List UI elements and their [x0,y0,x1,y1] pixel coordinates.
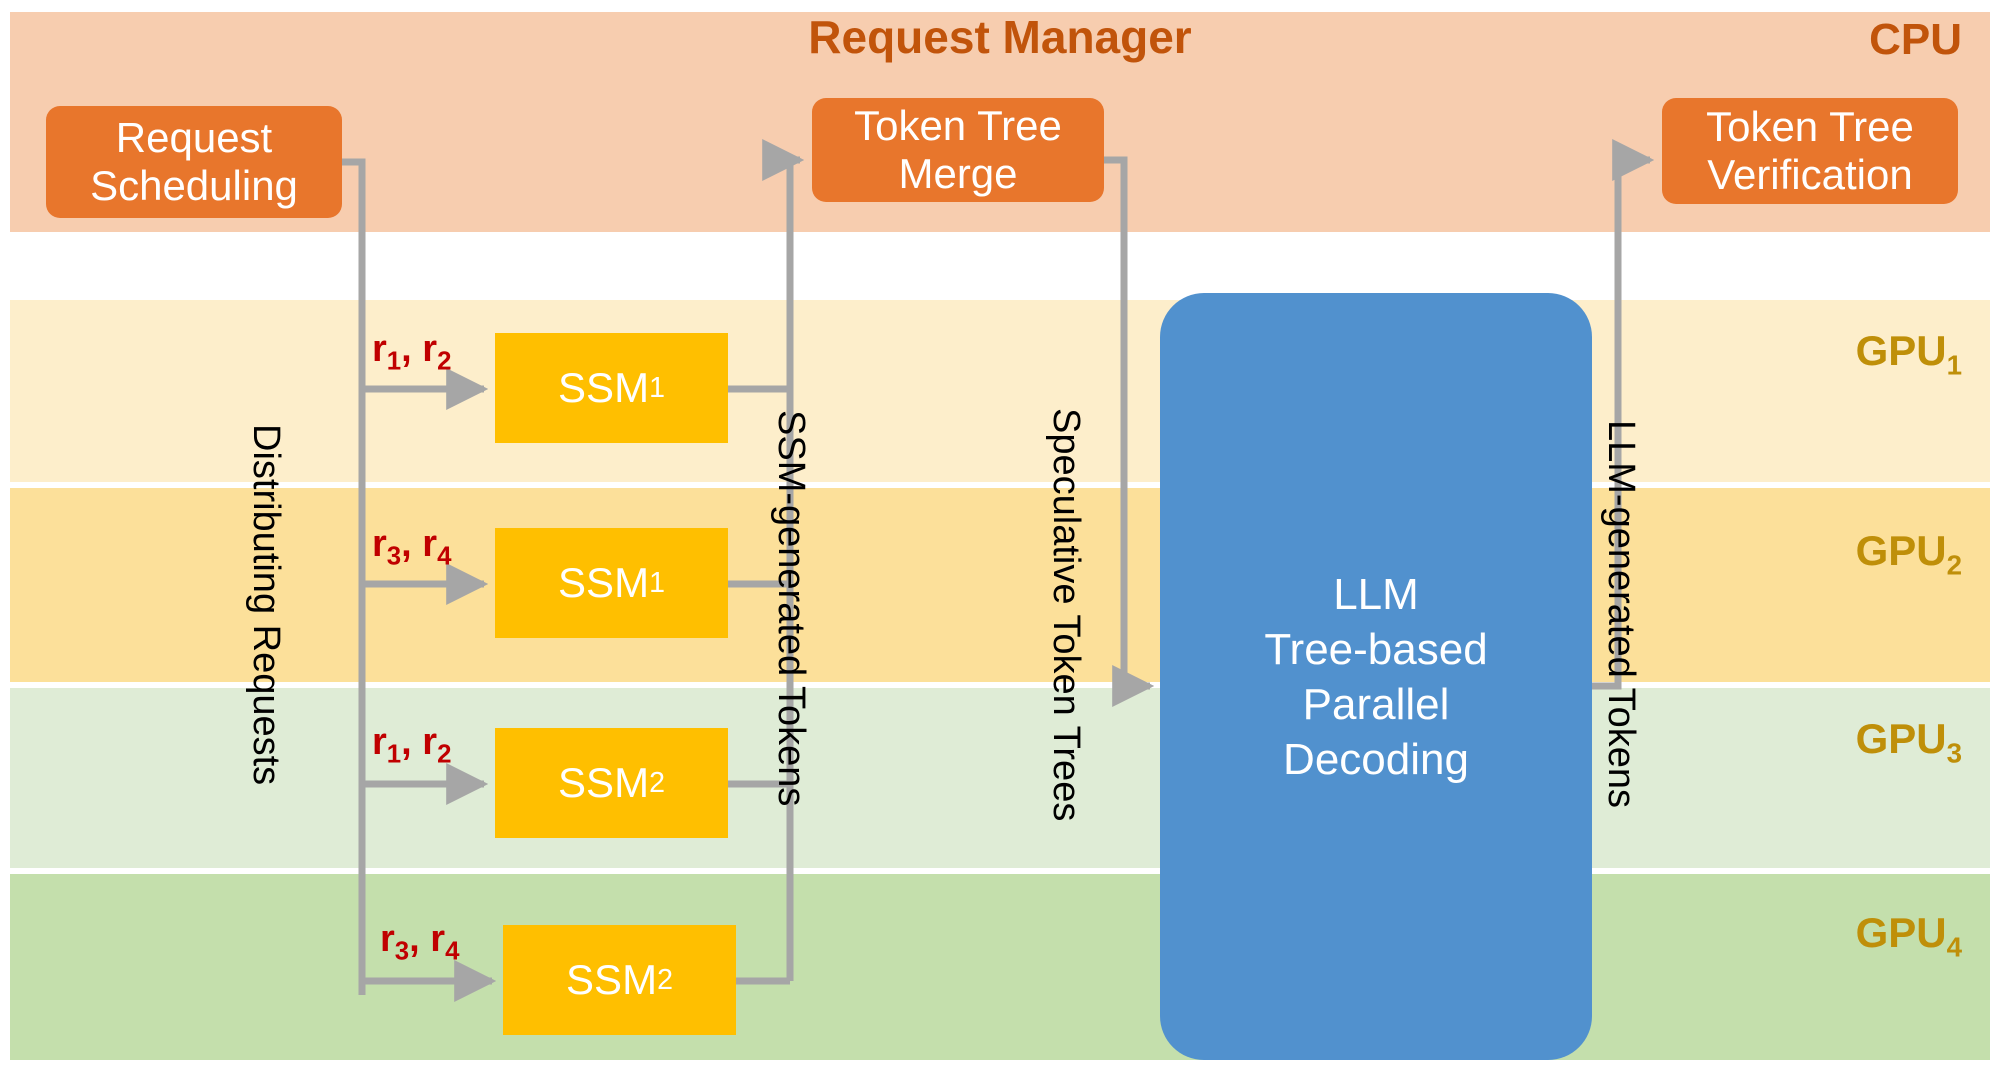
request-scheduling-line1: Request [115,114,273,162]
band-label-gpu4-sub: 4 [1946,931,1962,963]
flow-label-distributing-requests: Distributing Requests [245,424,287,786]
request-tag-gpu2-s2: 4 [437,542,452,571]
ssm-box-gpu4-sub: 2 [657,963,673,996]
band-label-gpu1-sub: 1 [1946,349,1962,381]
request-tag-gpu4: r3, r4 [380,920,459,965]
ssm-box-gpu4-label: SSM [566,956,658,1003]
ssm-box-gpu1-label: SSM [558,364,650,411]
request-tag-gpu4-m: , r [409,918,446,960]
request-tag-gpu2-s1: 3 [386,542,402,571]
request-tag-gpu4-s1: 3 [394,937,410,966]
request-tag-gpu4-p: r [380,918,395,960]
band-label-cpu: CPU [1869,15,1962,64]
request-tag-gpu3-s2: 2 [437,740,452,769]
band-label-gpu4-text: GPU [1855,909,1947,956]
band-gpu3 [10,688,1990,868]
band-label-gpu1: GPU1 [1856,330,1962,379]
request-tag-gpu4-s2: 4 [445,937,460,966]
band-gpu2 [10,488,1990,682]
request-tag-gpu2-m: , r [401,523,438,565]
request-tag-gpu2: r3, r4 [372,525,451,570]
band-label-gpu3-text: GPU [1855,715,1947,762]
token-tree-merge-line2: Merge [898,150,1018,197]
band-label-gpu1-text: GPU [1855,327,1947,374]
band-gpu4 [10,874,1990,1060]
band-label-gpu3-sub: 3 [1946,737,1962,769]
flow-label-ssm-generated-tokens: SSM-generated Tokens [770,410,812,807]
token-tree-merge-box[interactable]: Token Tree Merge [812,98,1104,202]
ssm-box-gpu2-sub: 1 [649,566,665,599]
ssm-box-gpu3-label: SSM [558,759,650,806]
request-tag-gpu1-s2: 2 [437,347,452,376]
ssm-box-gpu3-sub: 2 [649,766,665,799]
request-scheduling-box[interactable]: Request Scheduling [46,106,342,218]
ssm-box-gpu2-label: SSM [558,559,650,606]
flow-label-speculative-token-trees: Speculative Token Trees [1045,408,1087,822]
band-label-gpu3: GPU3 [1856,718,1962,767]
ssm-box-gpu1-sub: 1 [649,371,665,404]
token-tree-verification-line1: Token Tree [1706,103,1914,151]
flow-label-llm-generated-tokens: LLM-generated Tokens [1600,420,1642,808]
token-tree-merge-line1: Token Tree [854,102,1062,150]
request-tag-gpu3-s1: 1 [386,740,402,769]
request-tag-gpu3-m: , r [401,721,438,763]
token-tree-verification-box[interactable]: Token Tree Verification [1662,98,1958,204]
request-tag-gpu2-p: r [372,523,387,565]
request-tag-gpu1-p: r [372,328,387,370]
band-label-gpu2-text: GPU [1855,527,1947,574]
request-tag-gpu1-m: , r [401,328,438,370]
request-tag-gpu1-s1: 1 [386,347,402,376]
band-label-gpu2: GPU2 [1856,530,1962,579]
request-tag-gpu3: r1, r2 [372,723,451,768]
token-tree-verification-line2: Verification [1707,151,1913,198]
band-label-gpu4: GPU4 [1856,912,1962,961]
band-label-gpu2-sub: 2 [1946,549,1962,581]
request-tag-gpu3-p: r [372,721,387,763]
band-gpu1 [10,300,1990,482]
diagram-title: Request Manager [808,11,1192,63]
request-tag-gpu1: r1, r2 [372,330,451,375]
request-scheduling-line2: Scheduling [90,162,298,209]
